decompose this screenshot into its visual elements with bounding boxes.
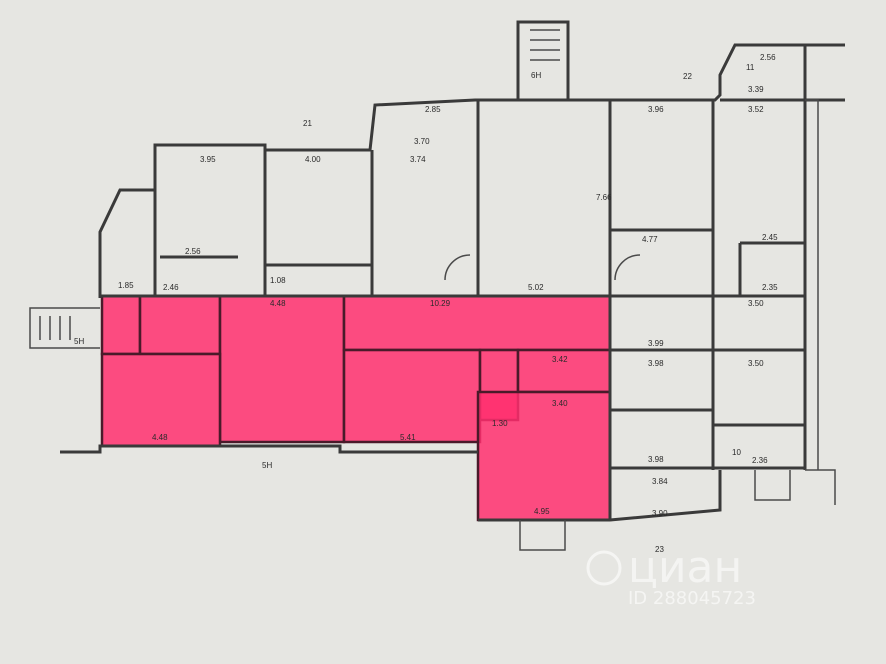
dim-246: 2.46 [163,283,179,292]
label-5h-left: 5Н [74,337,84,346]
dim-495: 4.95 [534,507,550,516]
walls [29,20,845,551]
dim-256b: 2.56 [185,247,201,256]
dim-541: 5.41 [400,433,416,442]
dim-396: 3.96 [648,105,664,114]
dim-398a: 3.98 [648,359,664,368]
dim-448b: 4.48 [152,433,168,442]
dim-256a: 2.56 [760,53,776,62]
room-highlight [342,294,612,352]
watermark-brand: циан [628,542,742,593]
watermark-logo-icon [586,550,622,586]
dim-370: 3.70 [414,137,430,146]
room-highlight [342,348,482,444]
label-21: 21 [303,119,312,128]
dim-502: 5.02 [528,283,544,292]
dim-399: 3.99 [648,339,664,348]
dim-400: 4.00 [305,155,321,164]
dim-342: 3.42 [552,355,568,364]
stairs [39,29,641,340]
dim-390: 3.90 [652,509,668,518]
dim-236: 2.36 [752,456,768,465]
dim-352: 3.52 [748,105,764,114]
dim-477: 4.77 [642,235,658,244]
room-highlight [138,294,222,356]
room-highlight [476,390,612,522]
room-highlight [516,348,612,394]
dim-285: 2.85 [425,105,441,114]
dimension-labels: 21 22 23 6Н 5Н 5Н 2.85 3.70 3.74 3.95 4.… [74,53,778,554]
highlighted-area [100,294,612,522]
label-5h-bottom: 5Н [262,461,272,470]
dim-398b: 3.98 [648,455,664,464]
label-6h: 6Н [531,71,541,80]
dim-384: 3.84 [652,477,668,486]
room-number-11: 11 [746,63,755,72]
dim-340: 3.40 [552,399,568,408]
watermark: циан ID 288045723 [586,542,756,609]
dim-235: 2.35 [762,283,778,292]
dim-350b: 3.50 [748,359,764,368]
watermark-id: ID 288045723 [628,588,756,609]
dim-374: 3.74 [410,155,426,164]
dim-350a: 3.50 [748,299,764,308]
dim-245: 2.45 [762,233,778,242]
dim-185: 1.85 [118,281,134,290]
label-23: 23 [655,545,664,554]
dim-130: 1.30 [492,419,508,428]
room-highlight [218,294,346,444]
dim-395: 3.95 [200,155,216,164]
dim-339: 3.39 [748,85,764,94]
dim-448: 4.48 [270,299,286,308]
room-number-10: 10 [732,448,741,457]
room-highlight [100,294,142,356]
label-22: 22 [683,72,692,81]
dim-766: 7.66 [596,193,612,202]
dim-108: 1.08 [270,276,286,285]
dim-1029: 10.29 [430,299,451,308]
